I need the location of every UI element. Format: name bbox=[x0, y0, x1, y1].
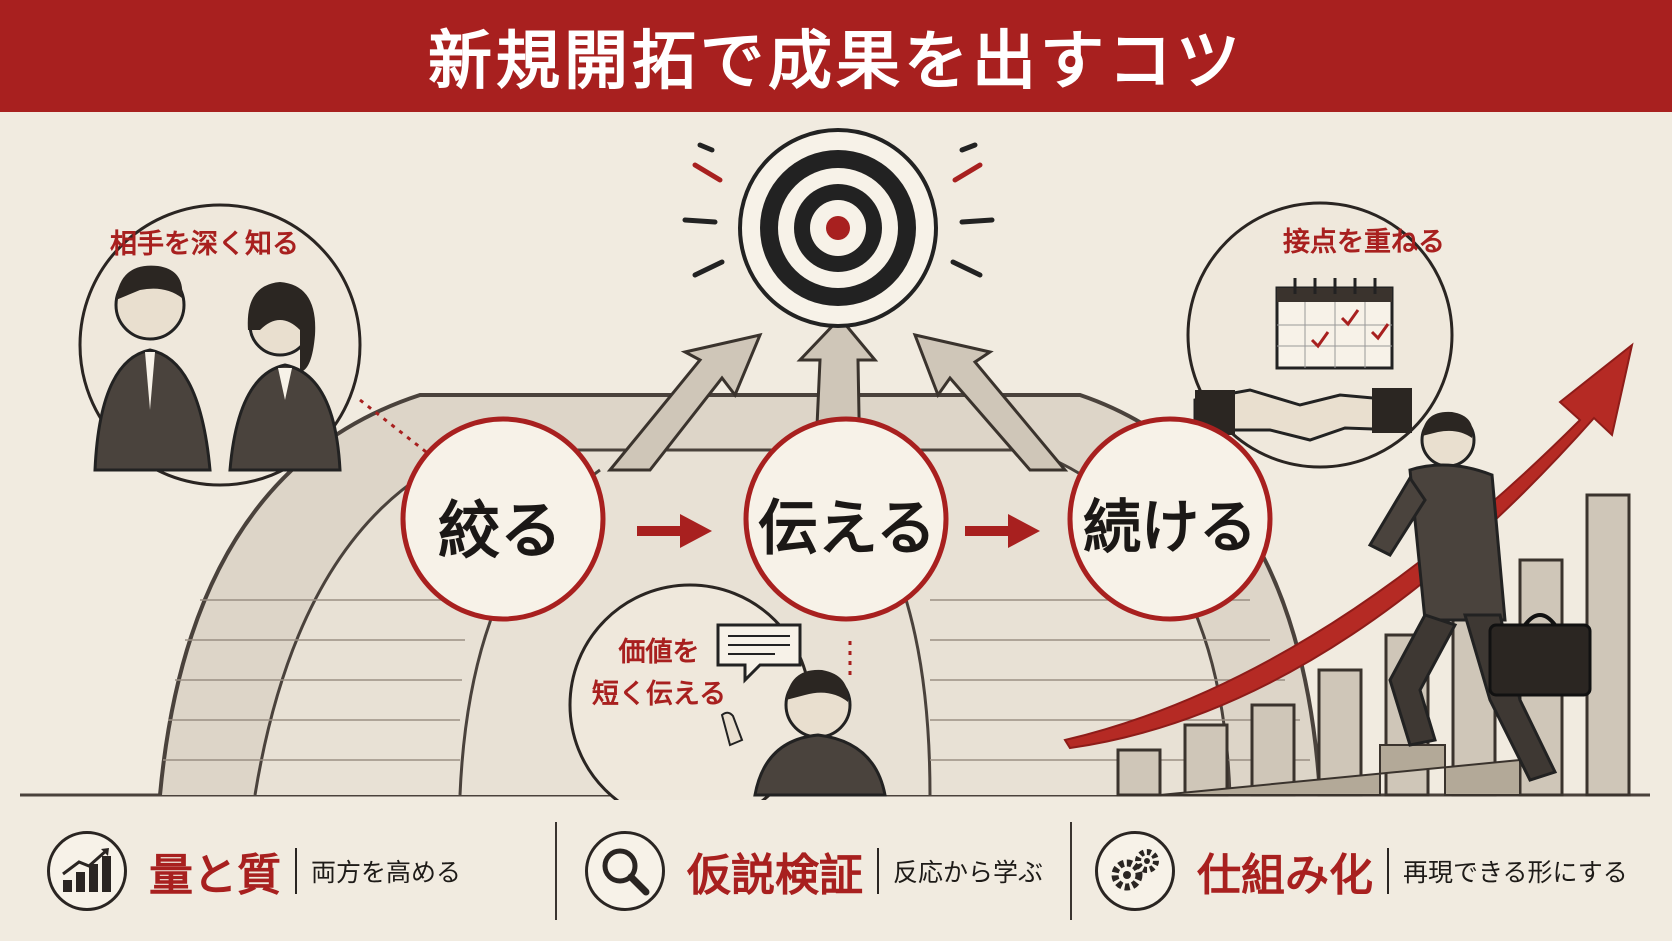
tip-title: 量と質 bbox=[149, 850, 281, 901]
step-circle-continue bbox=[1067, 416, 1273, 622]
businessman-climbing bbox=[1367, 411, 1592, 782]
partners-circle bbox=[78, 203, 362, 487]
tip-text: 再現できる形にする bbox=[1403, 858, 1628, 887]
step-narrow: 絞る bbox=[437, 494, 562, 567]
gears-icon bbox=[1095, 831, 1175, 911]
step-tell: 伝える bbox=[757, 494, 937, 564]
stairs bbox=[1159, 744, 1521, 796]
tip-title: 仕組み化 bbox=[1197, 850, 1373, 901]
label-short-value-line1: 価値を bbox=[618, 637, 700, 668]
tip-hypothesis: 仮説検証 反応から学ぶ bbox=[585, 830, 1043, 912]
step-circle-tell bbox=[743, 416, 949, 622]
title-banner: 新規開拓で成果を出すコツ bbox=[0, 0, 1672, 112]
tips-divider bbox=[555, 822, 557, 920]
tip-separator bbox=[877, 848, 879, 894]
tip-title: 仮説検証 bbox=[687, 850, 863, 901]
target-rays bbox=[682, 142, 995, 278]
label-build-contact: 接点を重ねる bbox=[1283, 227, 1445, 258]
step-continue: 続ける bbox=[1082, 493, 1257, 561]
stair-lines bbox=[163, 599, 1310, 761]
tips-bar: 量と質 両方を高める 仮説検証 反応から学ぶ 仕組み化 再現できる形にする bbox=[0, 800, 1672, 941]
handshake-circle bbox=[1186, 201, 1454, 469]
tip-text: 両方を高める bbox=[311, 858, 462, 887]
step-arrow-1 bbox=[637, 514, 712, 548]
tip-separator bbox=[295, 848, 297, 894]
tip-systematize: 仕組み化 再現できる形にする bbox=[1095, 830, 1628, 912]
page-title: 新規開拓で成果を出すコツ bbox=[428, 24, 1244, 99]
magnifier-icon bbox=[585, 831, 665, 911]
illustration bbox=[20, 128, 1650, 800]
tip-separator bbox=[1387, 848, 1389, 894]
tip-text: 反応から学ぶ bbox=[893, 858, 1044, 887]
label-short-value-line2: 短く伝える bbox=[591, 679, 727, 710]
value-circle bbox=[568, 583, 887, 800]
growth-arrow-icon bbox=[1063, 342, 1634, 750]
step-arrow-2 bbox=[965, 514, 1040, 548]
tips-divider bbox=[1070, 822, 1072, 920]
tip-quantity-quality: 量と質 両方を高める bbox=[47, 830, 461, 912]
label-short-value: 価値を 短く伝える bbox=[574, 632, 744, 716]
growth-chart-icon bbox=[47, 831, 127, 911]
step-circle-narrow bbox=[400, 416, 606, 622]
label-know-partner: 相手を深く知る bbox=[110, 229, 299, 260]
target-icon bbox=[738, 128, 938, 328]
